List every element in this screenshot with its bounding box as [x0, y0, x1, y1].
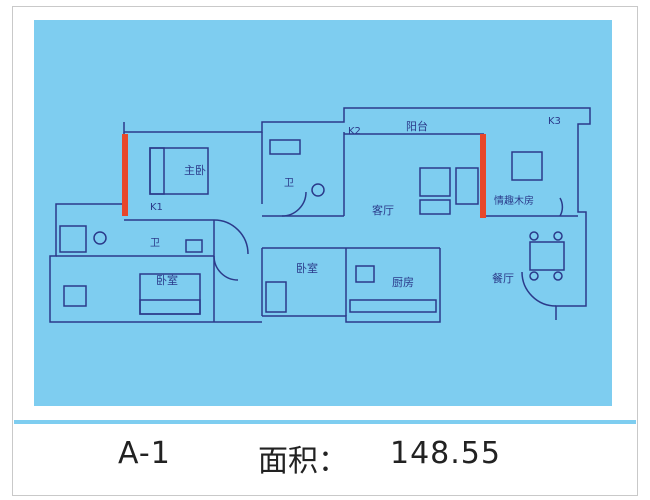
ac-marker-k1: K1 [150, 202, 163, 213]
wardrobe-mid [265, 281, 287, 313]
door-entry [521, 271, 557, 307]
ac-marker-k2: K2 [348, 126, 361, 137]
accent-wall-flex [480, 134, 486, 218]
outer-wall [123, 107, 591, 320]
toilet-left [93, 231, 107, 245]
room-toilet-2: 卫 [150, 238, 160, 249]
door-flex [559, 197, 564, 217]
floorplan-background [34, 20, 612, 406]
bed-master-pillow [149, 147, 165, 195]
caption: A-1 面积： 148.55 [0, 436, 650, 480]
door-bath [281, 191, 307, 217]
bed-left-pillow [139, 299, 201, 315]
accent-wall-master [122, 134, 128, 216]
table-flex [511, 151, 543, 181]
chair-1 [529, 231, 539, 241]
room-toilet-1: 卫 [284, 178, 294, 189]
wardrobe-left [63, 285, 87, 307]
shower [269, 139, 301, 155]
room-balcony: 阳台 [406, 119, 428, 133]
chair-2 [553, 231, 563, 241]
area-value: 148.55 [390, 436, 501, 471]
dining-table [529, 241, 565, 271]
room-bedroom-mid: 卧室 [296, 261, 318, 275]
sofa [419, 167, 451, 197]
kitchen-counter [349, 299, 437, 313]
room-flex: 情趣木房 [494, 194, 534, 207]
kitchen-stove [355, 265, 375, 283]
ac-marker-k3: K3 [548, 116, 561, 127]
room-kitchen: 厨房 [392, 276, 414, 289]
area-label: 面积： [258, 444, 348, 479]
outer-wall-left [49, 132, 252, 323]
room-dining: 餐厅 [492, 271, 514, 285]
room-master-bedroom: 主卧 [184, 164, 206, 177]
door-bedroom-left [213, 255, 239, 281]
coffee-table [419, 199, 451, 215]
toilet-bath [311, 183, 325, 197]
chair-4 [553, 271, 563, 281]
outer-wall-bottom-mid [262, 300, 441, 323]
sink-left [185, 239, 203, 253]
unit-code: A-1 [118, 436, 171, 471]
bathtub [59, 225, 87, 253]
room-living: 客厅 [372, 203, 394, 217]
door-master [213, 219, 249, 255]
caption-divider [14, 420, 636, 424]
chair-3 [529, 271, 539, 281]
room-bedroom-left: 卧室 [156, 273, 178, 287]
sofa-side [455, 167, 479, 205]
